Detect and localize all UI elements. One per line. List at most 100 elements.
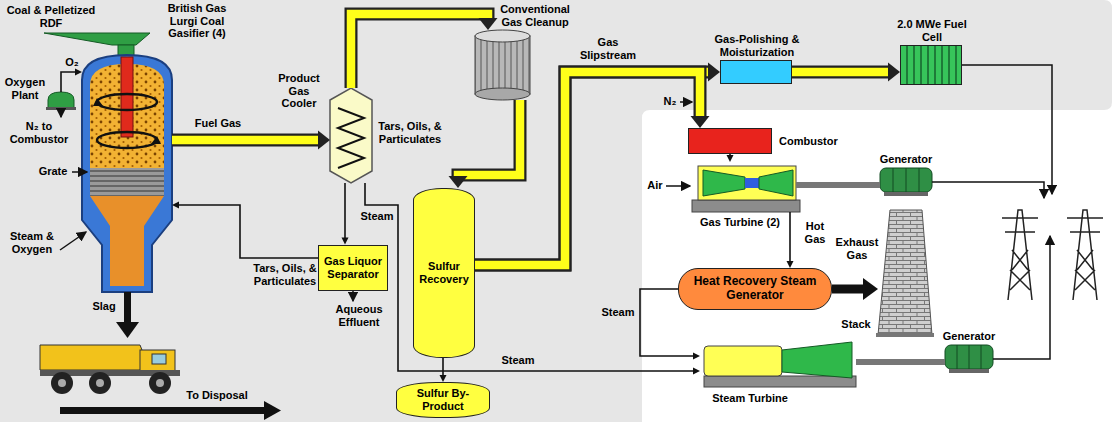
pipe-fill [458,100,520,178]
illustration-part [475,30,530,42]
illustration-part [149,372,171,394]
illustration-part [338,108,364,168]
power-lines [932,65,1052,359]
gas-cooler-vessel [330,88,372,183]
illustration-part [352,291,354,301]
disposal-arrow [60,401,281,420]
illustration-part [151,136,161,144]
flow-line [172,202,318,259]
illustration-part [692,200,800,212]
illustration-part [90,168,164,196]
annotation-label: Steam [498,354,538,367]
edge-label: Exhaust Gas [834,236,880,261]
pipe-fill [172,136,320,145]
illustration-part [680,101,692,103]
illustration-part [40,345,150,370]
transmission-towers [1002,210,1103,300]
pipe-fill [351,14,488,88]
annotation-label: Slag [88,300,120,313]
illustration-part [704,346,782,376]
annotation-label: Steam & Oxygen [4,230,60,255]
illustration-part [782,342,852,378]
gas-pipe [475,72,710,265]
illustration-part [116,322,139,338]
arrow-head [318,131,330,150]
illustration-part [152,354,166,364]
gasifier-vessel [82,55,172,292]
illustration-part [124,292,131,324]
line-stroke [789,212,791,262]
flow-line [832,278,878,300]
generator [880,168,932,196]
node-heading: Gas Turbine (2) [700,216,780,229]
arrow-head [75,69,82,76]
arrow-head [888,63,900,82]
line-stroke [365,183,694,371]
pipe-fill [475,72,710,265]
arrow-head [863,278,878,300]
line-stroke [475,72,700,265]
generator [945,345,993,373]
edge-label: Tars, Oils, & Particulates [252,262,318,287]
flow-line [365,183,700,375]
node-heading: Product Gas Cooler [272,72,326,110]
illustration-part [957,345,981,369]
node-heading: Conventional Gas Cleanup [495,3,575,28]
turbine-shaft [796,185,880,186]
node-heading: Stack [836,318,876,331]
illustration-part [60,108,62,117]
annotation-label: Grate [36,165,70,178]
illustration-part [60,232,86,250]
sulfur-recovery-tank: Sulfur Recovery [413,188,475,358]
flow-line [440,358,447,382]
illustration-part [96,379,104,387]
gas-cleanup: Conventional Gas Cleanup [475,30,530,100]
slag-arrow [116,292,139,338]
illustration-part [666,185,690,187]
node-text: Gas Liquor Separator [322,255,384,280]
node-text: Sulfur Recovery [417,260,471,285]
node-heading: British Gas Lurgi Coal Gasifier (4) [155,2,239,40]
line-stroke [172,134,320,147]
gasifier: British Gas Lurgi Coal Gasifier (4) [82,55,172,295]
arrow-head [479,18,498,30]
annotation-label: N₂ to Combustor [4,120,74,145]
combustor-box: Combustor [688,128,772,154]
illustration-part [58,379,66,387]
oxygen-plant-tank [46,92,76,110]
line-stroke [442,358,444,376]
gas-polishing-box: Gas-Polishing & Moisturization [720,60,792,84]
edge-label: Steam [360,210,394,223]
hrsg-box: Heat Recovery Steam Generator [678,268,832,310]
gas-pipe [475,63,720,266]
arrow-head [440,375,447,382]
illustration-part [475,88,530,100]
gas-pipe [449,100,521,188]
node-heading: Gas-Polishing & Moisturization [701,33,813,58]
line-stroke [458,100,520,178]
illustration-part [884,192,928,196]
turbine-shaft [856,362,945,363]
edge-label: O₂ [62,56,82,69]
arrow-head [708,63,720,82]
arrow-head [172,202,179,209]
illustration-part [89,372,111,394]
steam-turbine: Steam Turbine [700,340,860,388]
flow-line [727,154,734,162]
line-stroke [856,359,945,365]
line-stroke [796,182,880,188]
illustration-part [880,168,932,192]
illustration-part [962,65,1052,194]
annotation-label: Tars, Oils, & Particulates [377,120,443,145]
illustration-part [698,166,796,200]
illustration-part [44,33,150,45]
node-text: Sulfur By-Product [400,387,486,412]
illustration-part [48,92,74,108]
gas-cooler: Product Gas Cooler [330,88,372,183]
illustration-part [330,88,372,183]
illustration-part [876,333,934,337]
node-heading: 2.0 MWe Fuel Cell [892,18,972,43]
illustration-part [51,372,73,394]
annotation-label: To Disposal [182,389,252,402]
